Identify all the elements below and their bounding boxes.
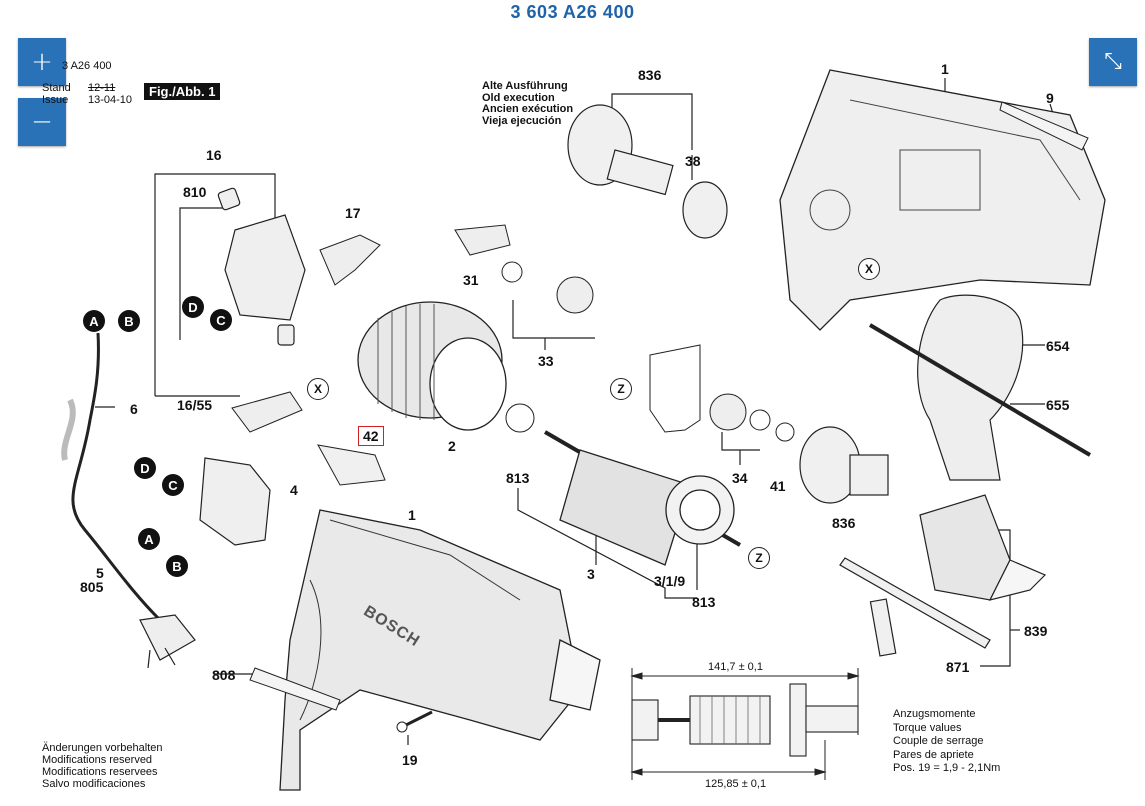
- part-label-839[interactable]: 839: [1024, 623, 1048, 639]
- torque-pos19: Pos. 19 = 1,9 - 2,1Nm: [893, 762, 1001, 774]
- callout-a-cord: A: [83, 310, 105, 332]
- part-label-810[interactable]: 810: [183, 184, 207, 200]
- minus-icon: −: [31, 107, 53, 137]
- stand-label: Stand: [42, 82, 71, 94]
- old-execution-note: Alte Ausführung Old execution Ancien exé…: [482, 80, 574, 127]
- part-label-654[interactable]: 654: [1046, 338, 1070, 354]
- part-label-17[interactable]: 17: [345, 205, 361, 221]
- zoom-in-button[interactable]: +: [18, 38, 66, 86]
- dimension-overall-length: 141,7 ± 0,1: [708, 661, 763, 673]
- part-label-3[interactable]: 3: [587, 566, 595, 582]
- zoom-out-button[interactable]: −: [18, 98, 66, 146]
- callout-b-cord: B: [118, 310, 140, 332]
- part-label-33[interactable]: 33: [538, 353, 554, 369]
- torque-de: Anzugsmomente: [893, 708, 976, 720]
- torque-en: Torque values: [893, 721, 962, 734]
- part-label-813-bottom[interactable]: 813: [692, 594, 716, 610]
- part-label-38[interactable]: 38: [685, 153, 701, 169]
- part-label-19[interactable]: 19: [402, 752, 418, 768]
- callout-c-brush: C: [210, 309, 232, 331]
- part-label-655[interactable]: 655: [1046, 397, 1070, 413]
- part-label-836-right[interactable]: 836: [832, 515, 856, 531]
- callout-d-brush: D: [182, 296, 204, 318]
- bracket-16: [154, 173, 276, 396]
- part-label-805[interactable]: 805: [80, 579, 104, 595]
- collapse-icon: ⤡: [1104, 49, 1122, 74]
- part-label-2[interactable]: 2: [448, 438, 456, 454]
- part-label-836-top[interactable]: 836: [638, 67, 662, 83]
- figure-label: Fig./Abb. 1: [144, 83, 221, 100]
- part-label-808[interactable]: 808: [212, 667, 236, 683]
- torque-es: Pares de apriete: [893, 748, 974, 761]
- plus-icon: +: [31, 47, 53, 77]
- old-exec-de: Alte Ausführung: [482, 80, 568, 92]
- old-exec-en: Old execution: [482, 91, 555, 104]
- footer-en: Modifications reserved: [42, 754, 153, 766]
- part-label-31[interactable]: 31: [463, 272, 479, 288]
- part-label-1-top[interactable]: 1: [941, 61, 949, 77]
- part-label-3-1-9[interactable]: 3/1/9: [654, 573, 686, 589]
- torque-fr: Couple de serrage: [893, 735, 984, 747]
- issue-date: 13-04-10: [88, 94, 133, 106]
- part-label-871[interactable]: 871: [946, 659, 970, 675]
- callout-x-right: X: [858, 258, 880, 280]
- collapse-button[interactable]: ⤡: [1089, 38, 1137, 86]
- callout-d-switch: D: [134, 457, 156, 479]
- callout-z-left: Z: [610, 378, 632, 400]
- part-number: 3 A26 400: [62, 60, 112, 72]
- callout-b-switch: B: [166, 555, 188, 577]
- part-label-9[interactable]: 9: [1046, 90, 1054, 106]
- part-label-34[interactable]: 34: [732, 470, 748, 486]
- callout-c-switch: C: [162, 474, 184, 496]
- footer-de: Änderungen vorbehalten: [42, 742, 163, 754]
- footer-fr: Modifications reservees: [42, 766, 158, 778]
- stand-date: 12-11: [88, 82, 116, 94]
- footer-note: Änderungen vorbehalten Modifications res…: [42, 742, 162, 790]
- part-label-1-bottom[interactable]: 1: [408, 507, 416, 523]
- page-title: 3 603 A26 400: [510, 2, 635, 22]
- bracket-810: [179, 207, 230, 340]
- issue-label: Issue: [42, 94, 69, 106]
- part-label-42-highlighted[interactable]: 42: [358, 426, 384, 446]
- old-exec-es: Vieja ejecución: [482, 114, 562, 127]
- callout-z-right: Z: [748, 547, 770, 569]
- part-label-6[interactable]: 6: [130, 401, 138, 417]
- dimension-armature-length: 125,85 ± 0,1: [705, 778, 767, 790]
- torque-values: Anzugsmomente Torque values Couple de se…: [893, 708, 1000, 776]
- part-label-16[interactable]: 16: [206, 147, 222, 163]
- part-label-5[interactable]: 5: [96, 565, 104, 581]
- part-label-16-55[interactable]: 16/55: [177, 397, 213, 413]
- callout-x-left: X: [307, 378, 329, 400]
- old-exec-fr: Ancien exécution: [482, 103, 574, 115]
- part-label-41[interactable]: 41: [770, 478, 786, 494]
- footer-es: Salvo modificaciones: [42, 778, 146, 790]
- part-label-4[interactable]: 4: [290, 482, 298, 498]
- part-label-813-left[interactable]: 813: [506, 470, 530, 486]
- callout-a-switch: A: [138, 528, 160, 550]
